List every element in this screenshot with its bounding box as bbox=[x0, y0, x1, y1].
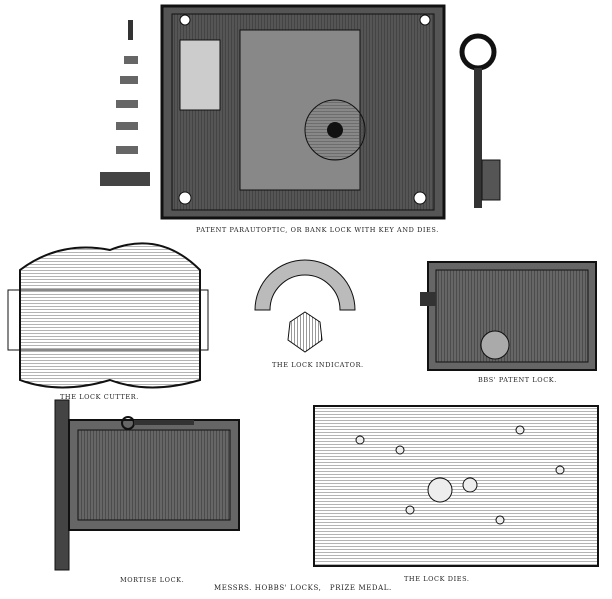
caption-bank-lock: PATENT PARAUTOPTIC, OR BANK LOCK WITH KE… bbox=[196, 226, 439, 234]
patent-lock-illustration bbox=[420, 261, 597, 371]
caption-lock-dies: THE LOCK DIES. bbox=[404, 575, 470, 583]
caption-patent-lock: BBS' PATENT LOCK. bbox=[478, 376, 557, 384]
caption-lock-cutter: THE LOCK CUTTER. bbox=[60, 393, 139, 401]
lock-dies-illustration bbox=[313, 405, 599, 567]
plate-title: MESSRS. HOBBS' LOCKS, PRIZE MEDAL. bbox=[214, 584, 392, 592]
dies-column bbox=[100, 20, 150, 186]
lock-indicator-illustration bbox=[254, 259, 356, 353]
bank-lock-illustration bbox=[160, 4, 446, 220]
key-icon bbox=[459, 33, 501, 208]
lock-cutter-illustration bbox=[7, 242, 209, 389]
caption-mortise-lock: MORTISE LOCK. bbox=[120, 576, 185, 584]
caption-lock-indicator: THE LOCK INDICATOR. bbox=[272, 361, 364, 369]
mortise-lock-illustration bbox=[54, 399, 240, 571]
